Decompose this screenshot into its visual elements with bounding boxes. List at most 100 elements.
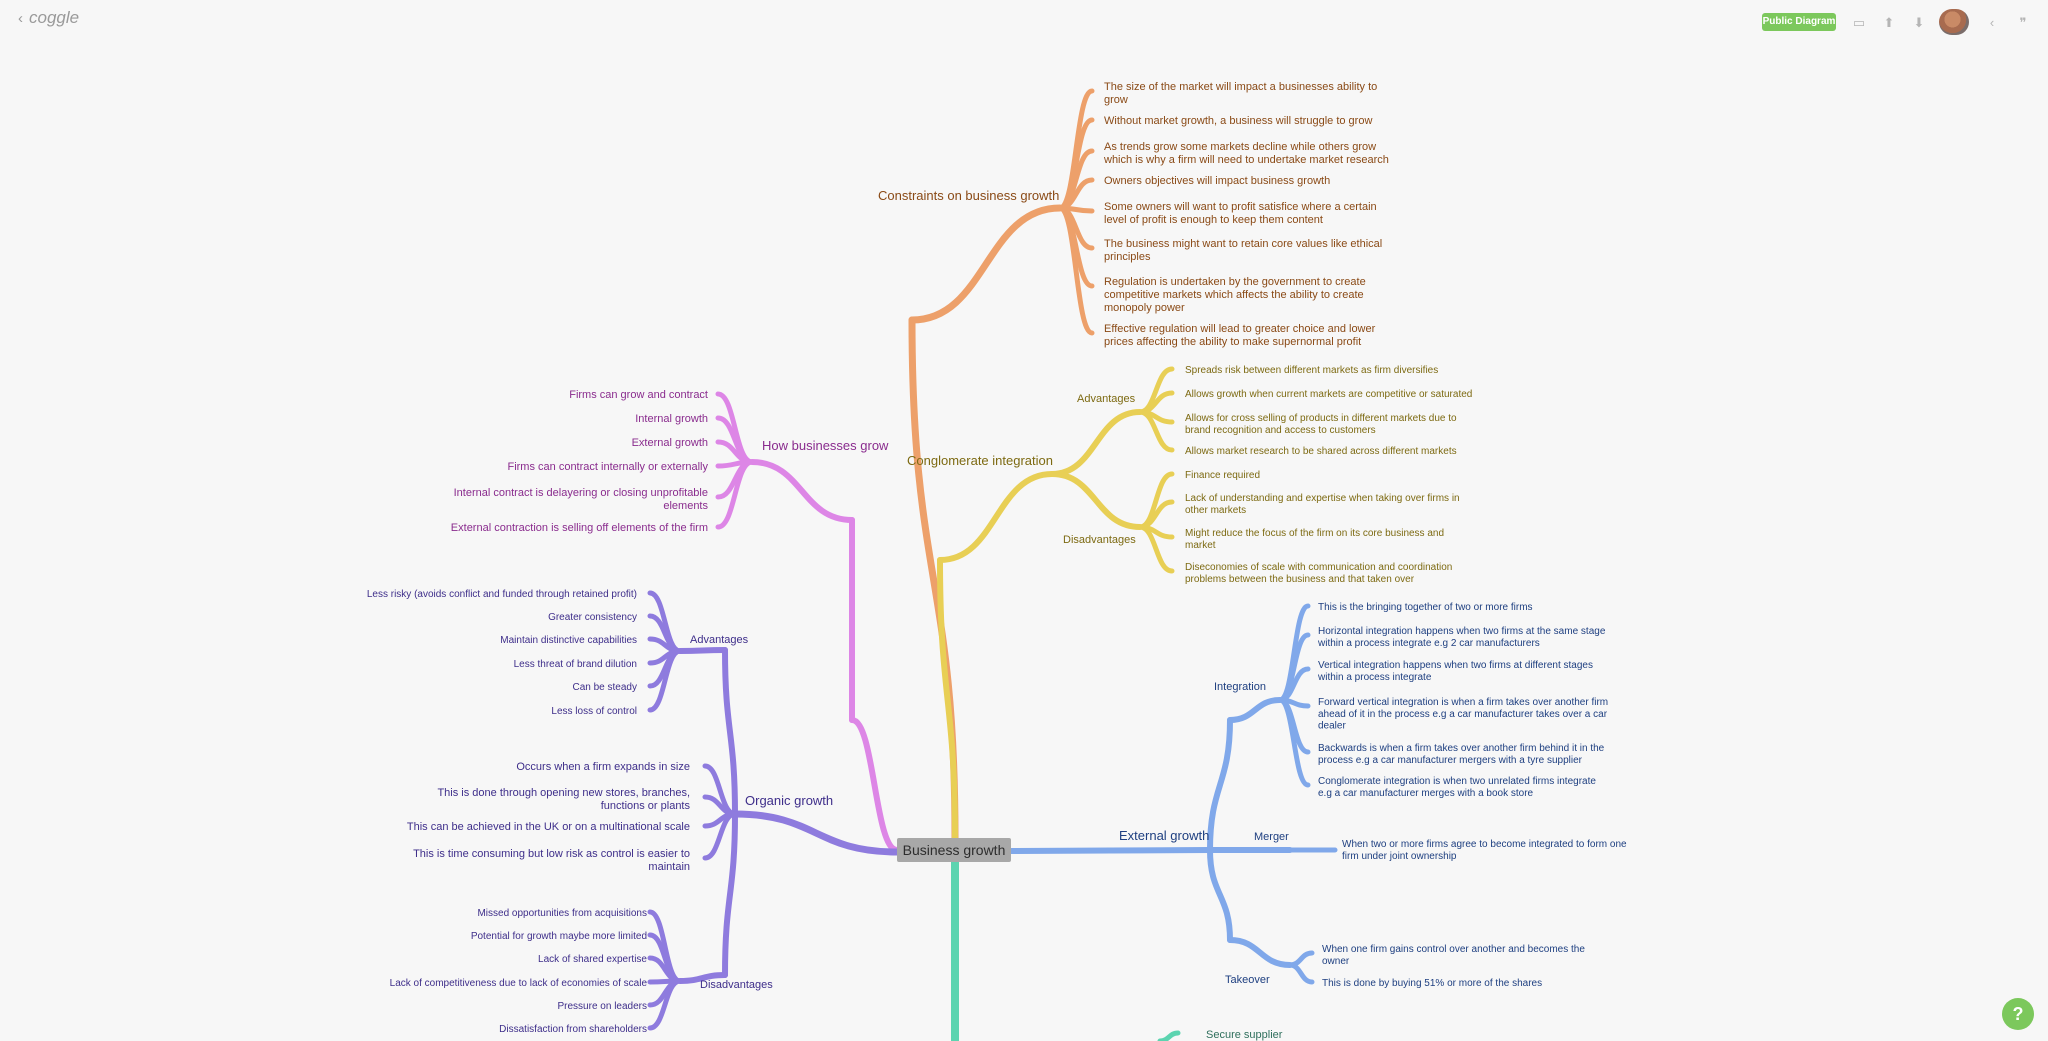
node-integration[interactable]: Integration <box>1214 681 1266 693</box>
organic-dis-item-1-line: Potential for growth maybe more limited <box>471 931 647 942</box>
integration-item-3[interactable]: Forward vertical integration is when a f… <box>1318 697 1608 732</box>
node-external-growth[interactable]: External growth <box>1119 828 1209 843</box>
edge-organic-adv-a <box>722 647 738 817</box>
edge-root-conglomerate-a <box>937 557 958 841</box>
upload-icon[interactable]: ⬆ <box>1883 15 1895 30</box>
organic-adv-item-1[interactable]: Greater consistency <box>548 612 637 623</box>
share-icon[interactable]: ‹ <box>1989 15 1995 30</box>
cong-dis-item-1-line: Lack of understanding and expertise when… <box>1185 493 1460 504</box>
node-organic-disadvantages[interactable]: Disadvantages <box>700 979 773 991</box>
public-diagram-badge[interactable]: Public Diagram <box>1762 13 1836 31</box>
download-icon[interactable]: ⬇ <box>1913 15 1925 30</box>
node-cong-advantages[interactable]: Advantages <box>1077 393 1136 405</box>
organic-adv-item-2[interactable]: Maintain distinctive capabilities <box>500 635 637 646</box>
organic-dis-item-5[interactable]: Dissatisfaction from shareholders <box>499 1024 647 1035</box>
cong-adv-item-2[interactable]: Allows for cross selling of products in … <box>1185 413 1457 436</box>
how-item-0[interactable]: Firms can grow and contract <box>569 389 708 401</box>
organic-dis-item-2[interactable]: Lack of shared expertise <box>538 954 647 965</box>
organic-dis-item-4[interactable]: Pressure on leaders <box>558 1001 648 1012</box>
node-how-businesses-grow[interactable]: How businesses grow <box>762 438 889 453</box>
constraints-item-3[interactable]: Owners objectives will impact business g… <box>1104 175 1330 187</box>
root-node-business-growth[interactable]: Business growth <box>897 838 1011 862</box>
organic-adv-item-5[interactable]: Less loss of control <box>551 706 637 717</box>
back-to-coggle-link[interactable]: ‹coggle <box>18 8 79 28</box>
constraints-item-7[interactable]: Effective regulation will lead to greate… <box>1104 323 1376 348</box>
integration-item-2[interactable]: Vertical integration happens when two fi… <box>1317 660 1593 683</box>
node-cong-disadvantages[interactable]: Disadvantages <box>1063 534 1136 546</box>
cong-dis-item-2-line: Might reduce the focus of the firm on it… <box>1185 528 1444 539</box>
organic-adv-item-5-line: Less loss of control <box>551 706 637 717</box>
constraints-item-6-line: monopoly power <box>1104 302 1185 314</box>
organic-adv-item-0[interactable]: Less risky (avoids conflict and funded t… <box>367 589 637 600</box>
cong-adv-item-0[interactable]: Spreads risk between different markets a… <box>1185 365 1438 376</box>
how-edge-5 <box>715 459 755 530</box>
edge-root-constraints-b <box>908 204 1064 324</box>
organic-item-3[interactable]: This is time consuming but low risk as c… <box>413 848 690 873</box>
node-takeover[interactable]: Takeover <box>1225 974 1270 986</box>
cong-dis-item-2[interactable]: Might reduce the focus of the firm on it… <box>1185 528 1444 551</box>
node-organic-growth-line: Organic growth <box>745 793 833 808</box>
node-integration-line: Integration <box>1214 681 1266 693</box>
how-item-4-line: elements <box>663 500 708 512</box>
constraints-item-5[interactable]: The business might want to retain core v… <box>1104 238 1382 263</box>
organic-item-2[interactable]: This can be achieved in the UK or on a m… <box>407 821 690 833</box>
constraints-item-1-line: Without market growth, a business will s… <box>1104 115 1372 127</box>
organic-item-edge-3 <box>702 811 738 861</box>
edge-root-how-c <box>749 459 855 523</box>
comments-icon[interactable]: ❞ <box>2019 15 2027 30</box>
integration-item-5[interactable]: Conglomerate integration is when two unr… <box>1318 776 1596 799</box>
merger-item-0-line: When two or more firms agree to become i… <box>1342 839 1627 850</box>
how-item-3[interactable]: Firms can contract internally or externa… <box>507 461 708 473</box>
organic-dis-item-3[interactable]: Lack of competitiveness due to lack of e… <box>390 978 648 989</box>
help-button[interactable]: ? <box>2002 998 2034 1030</box>
node-merger[interactable]: Merger <box>1254 831 1289 843</box>
node-merger-line: Merger <box>1254 831 1289 843</box>
node-organic-growth[interactable]: Organic growth <box>745 793 833 808</box>
organic-dis-item-1[interactable]: Potential for growth maybe more limited <box>471 931 647 942</box>
how-item-2[interactable]: External growth <box>632 437 708 449</box>
constraints-item-2[interactable]: As trends grow some markets decline whil… <box>1103 141 1389 166</box>
cong-dis-item-3[interactable]: Diseconomies of scale with communication… <box>1185 562 1452 585</box>
node-conglomerate[interactable]: Conglomerate integration <box>907 453 1053 468</box>
constraints-item-4[interactable]: Some owners will want to profit satisfic… <box>1104 201 1377 226</box>
how-item-1[interactable]: Internal growth <box>635 413 708 425</box>
cong-dis-edge-3 <box>1137 524 1175 574</box>
how-item-5[interactable]: External contraction is selling off elem… <box>451 522 708 534</box>
takeover-item-0[interactable]: When one firm gains control over another… <box>1322 944 1585 967</box>
constraints-item-6[interactable]: Regulation is undertaken by the governme… <box>1104 276 1366 314</box>
organic-adv-item-3[interactable]: Less threat of brand dilution <box>514 659 637 670</box>
node-secure-supplier[interactable]: Secure supplier <box>1206 1029 1283 1041</box>
integration-item-3-line: ahead of it in the process e.g a car man… <box>1318 709 1608 720</box>
organic-dis-item-3-line: Lack of competitiveness due to lack of e… <box>390 978 648 989</box>
cong-dis-item-0[interactable]: Finance required <box>1185 470 1260 481</box>
integration-item-0[interactable]: This is the bringing together of two or … <box>1318 602 1533 613</box>
constraints-item-0[interactable]: The size of the market will impact a bus… <box>1104 81 1377 106</box>
how-item-3-line: Firms can contract internally or externa… <box>507 461 708 473</box>
integration-item-4[interactable]: Backwards is when a firm takes over anot… <box>1318 743 1605 766</box>
cong-adv-item-1[interactable]: Allows growth when current markets are c… <box>1185 389 1472 400</box>
constraints-item-1[interactable]: Without market growth, a business will s… <box>1104 115 1372 127</box>
integration-item-1[interactable]: Horizontal integration happens when two … <box>1317 626 1606 649</box>
node-cong-disadvantages-line: Disadvantages <box>1063 534 1136 546</box>
node-organic-advantages[interactable]: Advantages <box>690 634 749 646</box>
present-icon[interactable]: ▭ <box>1852 15 1866 30</box>
cong-dis-item-1[interactable]: Lack of understanding and expertise when… <box>1185 493 1460 516</box>
organic-dis-item-0[interactable]: Missed opportunities from acquisitions <box>477 908 647 919</box>
cong-adv-item-3[interactable]: Allows market research to be shared acro… <box>1185 446 1457 457</box>
organic-adv-edge-5 <box>647 648 683 713</box>
node-external-growth-line: External growth <box>1119 828 1209 843</box>
user-avatar[interactable] <box>1939 9 1969 35</box>
takeover-item-1[interactable]: This is done by buying 51% or more of th… <box>1322 978 1542 989</box>
integration-item-1-line: within a process integrate e.g 2 car man… <box>1317 638 1540 649</box>
organic-item-1[interactable]: This is done through opening new stores,… <box>437 787 690 812</box>
organic-item-1-line: functions or plants <box>601 800 691 812</box>
integration-item-3-line: dealer <box>1318 721 1346 732</box>
integration-item-1-line: Horizontal integration happens when two … <box>1318 626 1606 637</box>
constraints-item-5-line: principles <box>1104 251 1151 263</box>
node-constraints[interactable]: Constraints on business growth <box>878 188 1059 203</box>
how-item-4[interactable]: Internal contract is delayering or closi… <box>454 487 709 512</box>
merger-item-0[interactable]: When two or more firms agree to become i… <box>1342 839 1627 862</box>
organic-item-0[interactable]: Occurs when a firm expands in size <box>516 761 690 773</box>
organic-adv-item-4[interactable]: Can be steady <box>573 682 638 693</box>
